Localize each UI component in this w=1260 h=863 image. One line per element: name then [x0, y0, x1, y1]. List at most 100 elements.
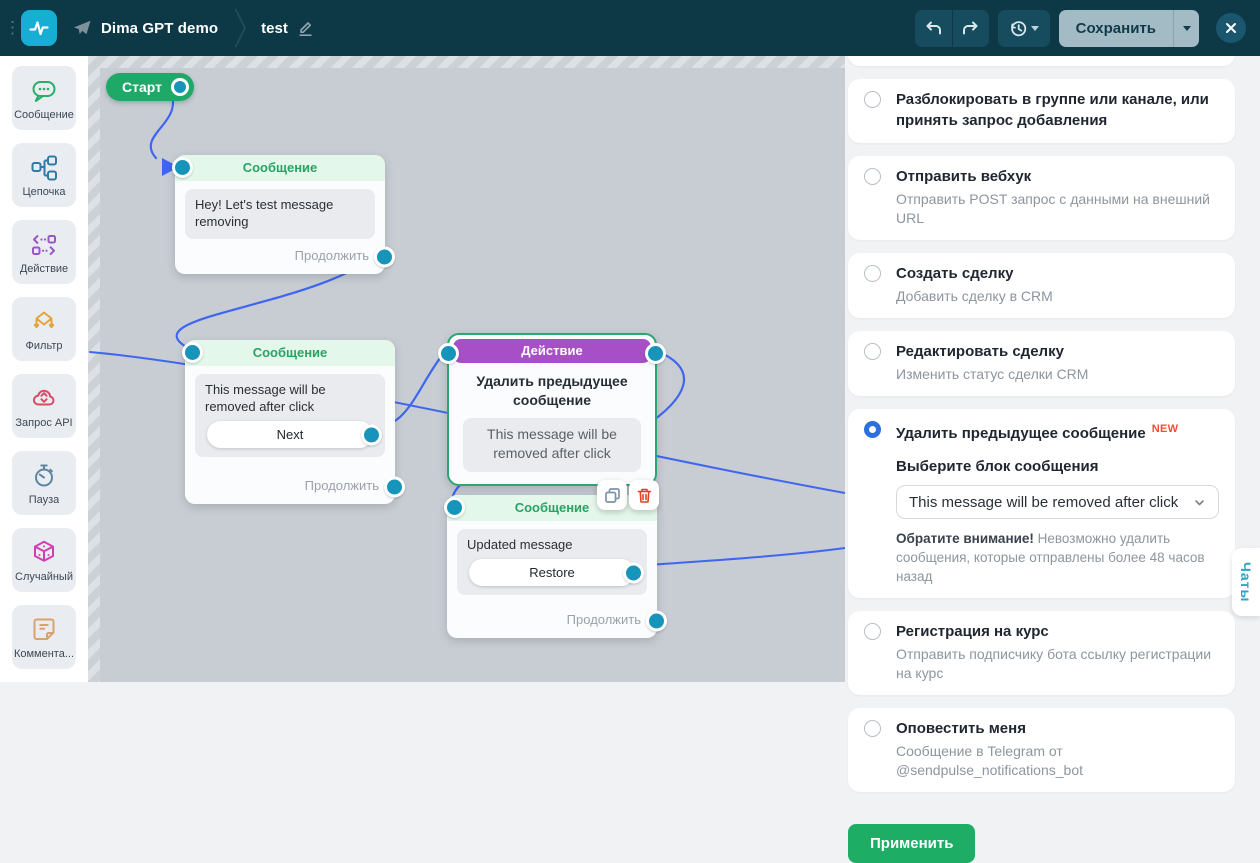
- message-text: Updated message Restore: [457, 529, 647, 595]
- breadcrumb-chevron-icon: [234, 0, 247, 56]
- connection-port[interactable]: [384, 476, 405, 497]
- header: ⋮ Dima GPT demo test: [0, 0, 1260, 56]
- connection-port[interactable]: [172, 157, 193, 178]
- trash-icon: [636, 487, 653, 504]
- action-icon: [29, 230, 59, 260]
- connection-port[interactable]: [645, 343, 666, 364]
- connection-port[interactable]: [438, 343, 459, 364]
- message-block-label: Выберите блок сообщения: [896, 458, 1099, 475]
- header-actions: Сохранить: [914, 9, 1260, 47]
- delete-node-button[interactable]: [629, 480, 659, 510]
- select-value: This message will be removed after click: [909, 493, 1179, 511]
- option-card-unblock[interactable]: Разблокировать в группе или канале, или …: [848, 79, 1235, 143]
- action-node-delete-message[interactable]: Действие Удалить предыдущее сообщение Th…: [438, 333, 666, 486]
- action-title: Удалить предыдущее сообщение: [476, 373, 628, 408]
- radio-notify-me[interactable]: [864, 720, 881, 737]
- palette-item-random[interactable]: Случайный: [12, 528, 76, 592]
- radio-course-registration[interactable]: [864, 623, 881, 640]
- connection-port[interactable]: [361, 424, 382, 445]
- option-title: Отправить вебхук: [896, 168, 1032, 185]
- message-node-1[interactable]: Сообщение Hey! Let's test message removi…: [172, 155, 395, 274]
- connection-port[interactable]: [374, 246, 395, 267]
- palette-item-filter[interactable]: Фильтр: [12, 297, 76, 361]
- note-text: Обратите внимание! Невозможно удалить со…: [896, 531, 1205, 584]
- palette-label: Фильтр: [25, 339, 63, 352]
- node-footer: Продолжить: [447, 603, 667, 638]
- palette-label: Сообщение: [14, 108, 74, 121]
- api-request-icon: [29, 384, 59, 414]
- option-title: Редактировать сделку: [896, 343, 1064, 360]
- palette-item-message[interactable]: Сообщение: [12, 66, 76, 130]
- connection-port[interactable]: [182, 342, 203, 363]
- pause-timer-icon: [29, 461, 59, 491]
- message-bubble-icon: [29, 76, 59, 106]
- palette-item-api-request[interactable]: Запрос API: [12, 374, 76, 438]
- palette-label: Пауза: [28, 493, 60, 506]
- option-title: Оповестить меня: [896, 720, 1026, 737]
- palette-item-action[interactable]: Действие: [12, 220, 76, 284]
- flow-name: test: [261, 19, 288, 37]
- undo-button[interactable]: [915, 10, 952, 47]
- radio-edit-deal[interactable]: [864, 343, 881, 360]
- start-node-label: Старт: [122, 79, 162, 95]
- option-card-course-registration[interactable]: Регистрация на курс Отправить подписчику…: [848, 611, 1235, 695]
- duplicate-node-button[interactable]: [597, 480, 627, 510]
- option-subtitle: Сообщение в Telegram от @sendpulse_notif…: [896, 743, 1084, 778]
- chevron-down-icon: [1030, 25, 1039, 35]
- palette-label: Цепочка: [22, 185, 66, 198]
- palette-item-comment[interactable]: Коммента...: [12, 605, 76, 669]
- option-card-notify-me[interactable]: Оповестить меня Сообщение в Telegram от …: [848, 708, 1235, 792]
- save-button[interactable]: Сохранить: [1075, 19, 1156, 37]
- node-header: Действие: [453, 339, 651, 363]
- message-button-next[interactable]: Next: [207, 421, 382, 448]
- palette-item-chain[interactable]: Цепочка: [12, 143, 76, 207]
- radio-webhook[interactable]: [864, 168, 881, 185]
- edit-flow-name-icon[interactable]: [297, 19, 314, 37]
- canvas-boundary-left: [88, 56, 100, 682]
- palette-item-pause[interactable]: Пауза: [12, 451, 76, 515]
- redo-button[interactable]: [951, 9, 989, 47]
- copy-icon: [604, 487, 621, 504]
- chats-side-tab[interactable]: Чаты: [1232, 548, 1260, 617]
- app-menu-icon[interactable]: ⋮: [4, 18, 21, 37]
- message-node-3[interactable]: Сообщение Updated message Restore Продол…: [444, 495, 667, 638]
- node-header: Сообщение: [182, 340, 395, 366]
- comment-icon: [29, 615, 59, 645]
- option-subtitle: Добавить сделку в CRM: [896, 288, 1053, 304]
- message-node-2[interactable]: Сообщение This message will be removed a…: [182, 340, 405, 504]
- chevron-down-icon: [1193, 496, 1206, 509]
- connection-port[interactable]: [444, 497, 465, 518]
- history-button[interactable]: [998, 10, 1050, 47]
- option-subtitle: Изменить статус сделки CRM: [896, 366, 1089, 382]
- chevron-down-icon: [1182, 25, 1191, 35]
- option-card-create-deal[interactable]: Создать сделку Добавить сделку в CRM: [848, 253, 1235, 318]
- close-editor-button[interactable]: [1216, 13, 1246, 43]
- connection-port[interactable]: [170, 78, 189, 96]
- apply-button[interactable]: Применить: [848, 824, 976, 863]
- option-title: Создать сделку: [896, 265, 1014, 282]
- radio-delete-previous-message[interactable]: [864, 421, 881, 438]
- option-subtitle: Отправить POST запрос с данными на внешн…: [896, 191, 1210, 226]
- flow-canvas[interactable]: Старт Сообщение Hey! Let's test message …: [88, 56, 845, 682]
- option-card-edit-deal[interactable]: Редактировать сделку Изменить статус сде…: [848, 331, 1235, 396]
- bot-name: Dima GPT demo: [101, 19, 219, 37]
- radio-unblock[interactable]: [864, 91, 881, 108]
- action-settings-panel: Разблокировать в группе или канале, или …: [845, 32, 1260, 863]
- save-split-button: Сохранить: [1058, 9, 1199, 47]
- message-button-restore[interactable]: Restore: [469, 559, 644, 586]
- block-palette: Сообщение Цепочка Действие Фильтр: [0, 56, 88, 682]
- connection-port[interactable]: [623, 562, 644, 583]
- connection-port[interactable]: [646, 610, 667, 631]
- radio-create-deal[interactable]: [864, 265, 881, 282]
- save-options-button[interactable]: [1173, 9, 1199, 47]
- message-block-select[interactable]: This message will be removed after click: [896, 485, 1219, 519]
- palette-label: Действие: [19, 262, 69, 275]
- option-subtitle: Отправить подписчику бота ссылку регистр…: [896, 646, 1212, 681]
- start-node[interactable]: Старт: [106, 73, 194, 101]
- option-card-webhook[interactable]: Отправить вебхук Отправить POST запрос с…: [848, 156, 1235, 240]
- pulse-icon: [27, 16, 51, 40]
- filter-icon: [29, 307, 59, 337]
- brand-logo[interactable]: [21, 10, 57, 46]
